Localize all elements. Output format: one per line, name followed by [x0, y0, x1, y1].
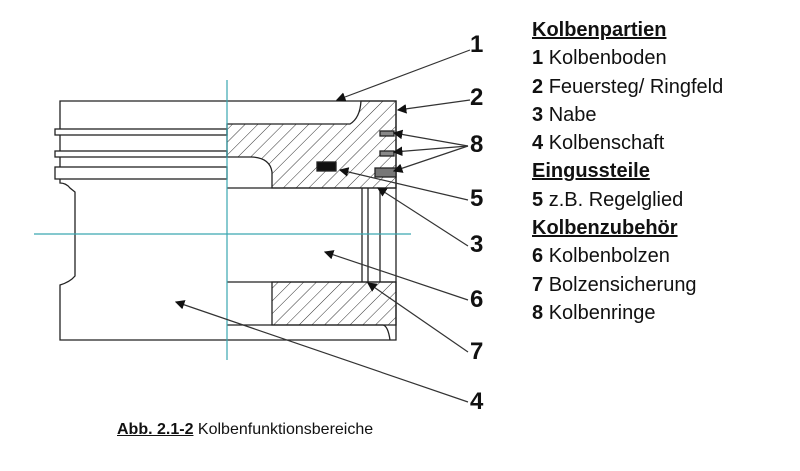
legend-item: 2 Feuersteg/ Ringfeld — [532, 73, 723, 101]
callout-6: 6 — [470, 286, 484, 313]
figure-title: Kolbenfunktionsbereiche — [197, 421, 374, 438]
skirt-inner-line — [227, 324, 391, 341]
legend-heading: Kolbenzubehör — [532, 217, 678, 240]
legend-item-label: z.B. Regelglied — [548, 188, 684, 211]
legend-item-label: Feuersteg/ Ringfeld — [548, 75, 724, 98]
legend-item-label: Kolbenringe — [548, 301, 656, 324]
callout-1: 1 — [470, 31, 484, 58]
crown-section — [226, 100, 397, 189]
legend-item-label: Kolbenbolzen — [548, 245, 670, 268]
legend-item: 1 Kolbenboden — [532, 44, 723, 72]
legend-item: 5 z.B. Regelglied — [532, 186, 723, 214]
legend-item-number: 3 — [532, 103, 544, 126]
callout-7: 7 — [470, 338, 484, 365]
callout-3: 3 — [470, 231, 484, 258]
legend-item-number: 1 — [532, 47, 544, 70]
insert-regelglied — [316, 161, 337, 172]
legend-item-label: Kolbenboden — [548, 47, 667, 70]
legend-item-label: Kolbenschaft — [548, 132, 665, 155]
legend-heading: Kolbenpartien — [532, 19, 667, 41]
callout-4: 4 — [470, 388, 484, 415]
legend: Kolbenpartien 1 Kolbenboden 2 Feuersteg/… — [532, 16, 723, 327]
legend-item-label: Bolzensicherung — [548, 273, 697, 296]
piston-outline-right — [227, 100, 397, 341]
legend-item-number: 6 — [532, 245, 544, 268]
legend-item-number: 4 — [532, 132, 544, 155]
ring-3 — [374, 167, 397, 178]
figure-caption: Abb. 2.1-2 Kolbenfunktionsbereiche — [117, 421, 373, 439]
figure-number: Abb. 2.1-2 — [117, 421, 194, 438]
ring-1 — [379, 130, 395, 137]
legend-item-number: 5 — [532, 188, 544, 211]
center-axes — [34, 80, 411, 360]
legend-item: 4 Kolbenschaft — [532, 129, 723, 157]
legend-item: 3 Nabe — [532, 101, 723, 129]
legend-item: 8 Kolbenringe — [532, 299, 723, 327]
ring-2 — [379, 150, 395, 157]
legend-item-number: 7 — [532, 273, 544, 296]
legend-heading: Eingussteile — [532, 160, 650, 183]
legend-item-label: Nabe — [548, 103, 597, 126]
boss-section — [271, 281, 397, 326]
callout-8: 8 — [470, 131, 484, 158]
leader-lines — [174, 49, 471, 403]
piston-outline — [59, 100, 227, 341]
legend-item: 7 Bolzensicherung — [532, 271, 723, 299]
legend-item-number: 2 — [532, 75, 544, 98]
legend-item-number: 8 — [532, 301, 544, 324]
callout-2: 2 — [470, 84, 484, 111]
legend-item: 6 Kolbenbolzen — [532, 242, 723, 270]
callout-5: 5 — [470, 185, 484, 212]
piston-rings-left — [54, 128, 228, 180]
